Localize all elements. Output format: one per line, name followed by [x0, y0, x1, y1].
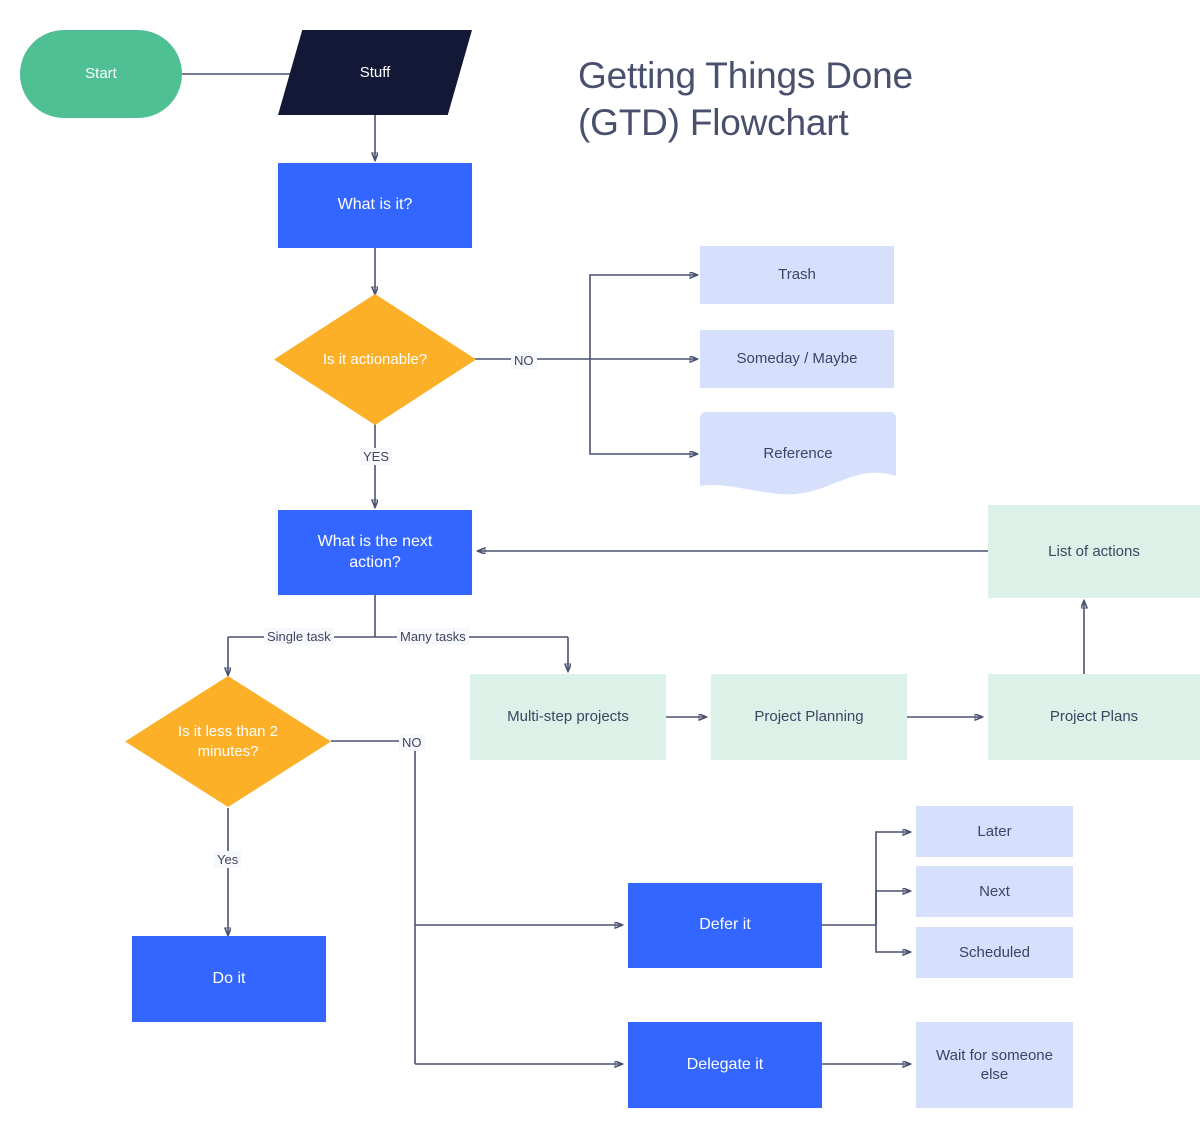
- edge-label-single-task: Single task: [264, 628, 334, 645]
- node-someday-maybe[interactable]: Someday / Maybe: [700, 330, 894, 388]
- node-next-action-label: What is the next action?: [298, 532, 453, 573]
- node-scheduled-label: Scheduled: [959, 943, 1030, 961]
- node-trash-label: Trash: [778, 266, 816, 284]
- node-two-minutes-line-2: minutes?: [197, 742, 259, 760]
- node-defer-it[interactable]: Defer it: [628, 883, 822, 968]
- node-start[interactable]: Start: [20, 30, 182, 118]
- edge-label-yes-actionable: YES: [360, 448, 393, 465]
- node-do-it-label: Do it: [212, 969, 246, 987]
- edge-actionable-trash: [589, 275, 697, 359]
- node-is-it-less-than-2-minutes-label: Is it less than 2 minutes?: [158, 722, 298, 760]
- edge-actionable-reference: [589, 359, 697, 454]
- edge-label-yes-two-minutes: Yes: [214, 851, 242, 868]
- node-start-label: Start: [85, 65, 117, 83]
- node-project-planning[interactable]: Project Planning: [711, 674, 907, 760]
- edge-deferit-next: [875, 891, 910, 925]
- node-is-it-actionable-label: Is it actionable?: [322, 350, 428, 368]
- title-line-1: Getting Things Done: [578, 55, 913, 96]
- node-multi-step-projects[interactable]: Multi-step projects: [470, 674, 666, 760]
- node-project-plans[interactable]: Project Plans: [988, 674, 1200, 760]
- edge-label-no-two-minutes: NO: [399, 734, 425, 751]
- node-scheduled[interactable]: Scheduled: [916, 927, 1073, 978]
- node-trash[interactable]: Trash: [700, 246, 894, 304]
- node-next[interactable]: Next: [916, 866, 1073, 917]
- node-two-minutes-line-1: Is it less than 2: [177, 723, 279, 741]
- node-stuff[interactable]: Stuff: [278, 30, 472, 115]
- node-next-action-line-1: What is the next: [317, 533, 433, 551]
- node-later-label: Later: [977, 822, 1012, 840]
- node-project-planning-label: Project Planning: [754, 708, 864, 726]
- node-later[interactable]: Later: [916, 806, 1073, 857]
- title-line-2: (GTD) Flowchart: [578, 102, 849, 144]
- page-title: Getting Things Done (GTD) Flowchart: [578, 52, 1018, 147]
- node-wait-line-1: Wait for someone: [936, 1046, 1053, 1064]
- node-what-is-it-label: What is it?: [337, 196, 413, 214]
- edge-deferit-scheduled: [875, 925, 910, 952]
- node-list-of-actions[interactable]: List of actions: [988, 505, 1200, 598]
- node-delegate-it-label: Delegate it: [686, 1055, 764, 1073]
- node-multi-step-projects-label: Multi-step projects: [507, 708, 629, 726]
- node-next-action[interactable]: What is the next action?: [278, 510, 472, 595]
- node-project-plans-label: Project Plans: [1049, 708, 1139, 726]
- edge-label-no-actionable: NO: [511, 352, 537, 369]
- node-someday-maybe-label: Someday / Maybe: [736, 350, 858, 368]
- node-list-of-actions-label: List of actions: [1048, 542, 1140, 560]
- edge-label-many-tasks: Many tasks: [397, 628, 469, 645]
- node-next-action-line-2: action?: [349, 553, 401, 571]
- node-wait-line-2: else: [980, 1066, 1009, 1083]
- node-wait-for-someone-else-label: Wait for someone else: [916, 1046, 1073, 1084]
- node-is-it-less-than-2-minutes[interactable]: Is it less than 2 minutes?: [125, 676, 331, 807]
- node-is-it-actionable[interactable]: Is it actionable?: [274, 294, 476, 425]
- edge-deferit-later: [875, 832, 910, 925]
- node-reference-label: Reference: [763, 445, 833, 463]
- node-reference[interactable]: Reference: [700, 412, 896, 496]
- node-next-label: Next: [979, 882, 1010, 900]
- node-what-is-it[interactable]: What is it?: [278, 163, 472, 248]
- node-delegate-it[interactable]: Delegate it: [628, 1022, 822, 1108]
- node-do-it[interactable]: Do it: [132, 936, 326, 1022]
- document-shape: [700, 412, 896, 495]
- node-wait-for-someone-else[interactable]: Wait for someone else: [916, 1022, 1073, 1108]
- node-defer-it-label: Defer it: [699, 916, 751, 934]
- node-stuff-label: Stuff: [359, 63, 391, 81]
